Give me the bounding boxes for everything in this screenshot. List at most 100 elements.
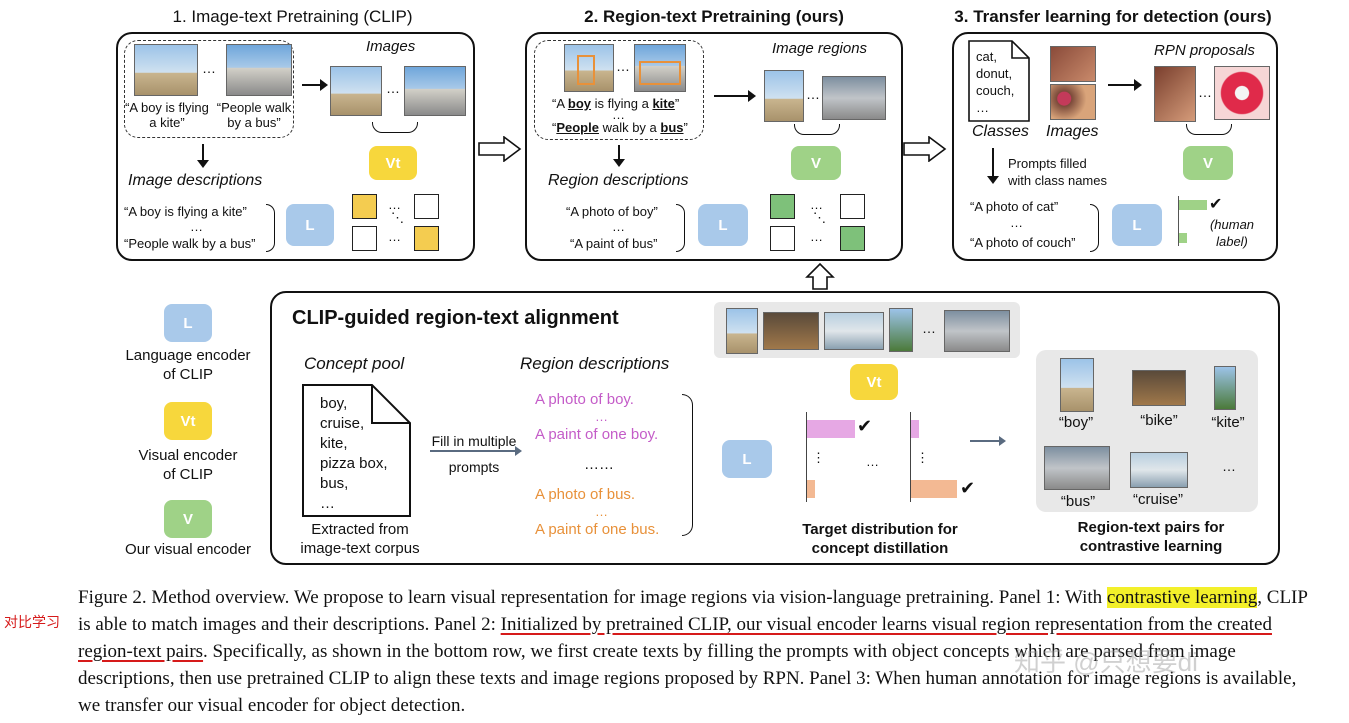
arrow-line xyxy=(1108,84,1136,86)
desc-photo-boy: “A photo of boy” xyxy=(566,204,658,219)
down-arrow-head xyxy=(613,159,625,167)
human-label-note: (human label) xyxy=(1209,217,1255,249)
word-bike: “bike” xyxy=(1140,412,1178,429)
check-icon: ✔ xyxy=(960,478,976,498)
kite-boy-region xyxy=(764,70,804,122)
bus-region xyxy=(944,310,1010,352)
check-icon: ✔ xyxy=(1209,196,1223,213)
desc-bus: “People walk by a bus” xyxy=(124,236,256,251)
ellipsis: … xyxy=(202,60,216,76)
legend-our-visual-encoder: Our visual encoder xyxy=(125,541,251,558)
ellipsis: … xyxy=(388,197,401,212)
distribution-bar-bus xyxy=(911,480,957,498)
legend-vt-box: Vt xyxy=(164,402,212,440)
vertical-dots: ⋮ xyxy=(812,450,825,465)
diag-dots: ⋱ xyxy=(391,210,404,225)
prompt-paint-bus: A paint of one bus. xyxy=(535,521,660,538)
match-cell-no xyxy=(770,226,795,251)
word-bus: “bus” xyxy=(1060,493,1096,510)
classes-label: Classes xyxy=(972,123,1029,140)
desc-kite: “A boy is flying a kite” xyxy=(124,204,247,219)
prompt-ellipsis: …… xyxy=(584,456,614,473)
bike-region xyxy=(763,312,819,350)
ellipsis: … xyxy=(806,86,820,102)
ellipsis: … xyxy=(616,58,630,74)
match-cell-no xyxy=(352,226,377,251)
cruise-region xyxy=(824,312,884,350)
images-label: Images xyxy=(1046,123,1099,140)
match-cell-yes xyxy=(770,194,795,219)
distribution-axis-2 xyxy=(910,412,911,502)
figure-caption: Figure 2. Method overview. We propose to… xyxy=(78,587,1308,716)
prompt-photo-bus: A photo of bus. xyxy=(535,486,636,503)
prompts-note: Prompts filled with class names xyxy=(1008,156,1107,188)
rpn-proposals-label: RPN proposals xyxy=(1154,42,1255,59)
boy-region xyxy=(1060,358,1094,412)
word-boy: “boy” xyxy=(1058,414,1094,431)
word-kite: “kite” xyxy=(1211,414,1245,431)
distribution-bar-bus-low xyxy=(807,480,815,498)
label-bar-cat xyxy=(1179,200,1207,210)
hollow-arrow-up xyxy=(805,262,835,290)
clip-language-encoder-box: L xyxy=(286,204,334,246)
legend-l-box: L xyxy=(164,304,212,342)
kite-boy-image xyxy=(134,44,198,96)
extracted-note: Extracted from image-text corpus xyxy=(300,521,420,557)
label-bar-couch xyxy=(1179,233,1187,243)
arrow-head xyxy=(748,90,756,102)
match-cell-no xyxy=(414,194,439,219)
desc-photo-couch: “A photo of couch” xyxy=(970,235,1076,250)
down-arrow-head xyxy=(987,176,999,184)
kite-boy-image-small xyxy=(330,66,382,116)
caption-bus: “People walk by a bus” xyxy=(216,100,292,130)
concept-pool-label: Concept pool xyxy=(304,354,405,373)
ellipsis: … xyxy=(190,219,203,234)
clip-language-encoder-box: L xyxy=(698,204,748,246)
down-arrow-head xyxy=(197,160,209,168)
desc-paint-bus: “A paint of bus” xyxy=(570,236,658,251)
diag-dots: ⋱ xyxy=(813,210,826,225)
bus-region xyxy=(822,76,886,120)
our-visual-encoder-box: V xyxy=(791,146,841,180)
hollow-arrow-right xyxy=(903,136,947,162)
brace xyxy=(1186,124,1232,135)
match-cell-yes xyxy=(414,226,439,251)
underlined-phrase: Initialized by pretrained CLIP, our visu… xyxy=(78,614,1272,662)
bike-region xyxy=(1132,370,1186,406)
brace xyxy=(372,122,418,133)
bus-image xyxy=(634,44,686,92)
ellipsis: … xyxy=(810,197,823,212)
match-cell-yes xyxy=(352,194,377,219)
bus-region xyxy=(1044,446,1110,490)
cat-proposal xyxy=(1154,66,1196,122)
ellipsis: … xyxy=(866,454,879,469)
arrow-line xyxy=(714,95,750,97)
concept-pool-document xyxy=(302,384,411,517)
panel2-title: 2. Region-text Pretraining (ours) xyxy=(584,7,844,26)
cruise-region xyxy=(1130,452,1188,488)
label-axis xyxy=(1178,196,1179,246)
legend-language-encoder: Language encoder of CLIP xyxy=(125,347,251,383)
ellipsis: … xyxy=(810,229,823,244)
word-cruise: “cruise” xyxy=(1132,491,1183,508)
fill-prompts-note: Fill in multiple prompts xyxy=(431,433,517,475)
bus-image xyxy=(226,44,292,96)
clip-visual-encoder-box: Vt xyxy=(850,364,898,400)
concept-list: boy, cruise, kite, pizza box, bus, … xyxy=(320,395,388,512)
clip-language-encoder-box: L xyxy=(722,440,772,478)
prompt-paint-boy: A paint of one boy. xyxy=(535,426,659,443)
image-regions-label: Image regions xyxy=(772,40,868,57)
boy-region xyxy=(726,308,758,354)
ellipsis: … xyxy=(612,107,625,122)
ellipsis: … xyxy=(1010,215,1023,230)
ellipsis: … xyxy=(1198,84,1212,100)
ellipsis: … xyxy=(922,320,936,336)
distribution-bar-boy xyxy=(807,420,855,438)
panel1-title: 1. Image-text Pretraining (CLIP) xyxy=(172,7,413,26)
arrow-line xyxy=(430,450,516,452)
arrow-line xyxy=(302,84,322,86)
prompt-photo-boy: A photo of boy. xyxy=(535,391,634,408)
highlight-contrastive-learning: contrastive learning xyxy=(1106,587,1258,608)
ellipsis: … xyxy=(595,409,608,424)
side-note: 对比学习 xyxy=(4,614,60,630)
